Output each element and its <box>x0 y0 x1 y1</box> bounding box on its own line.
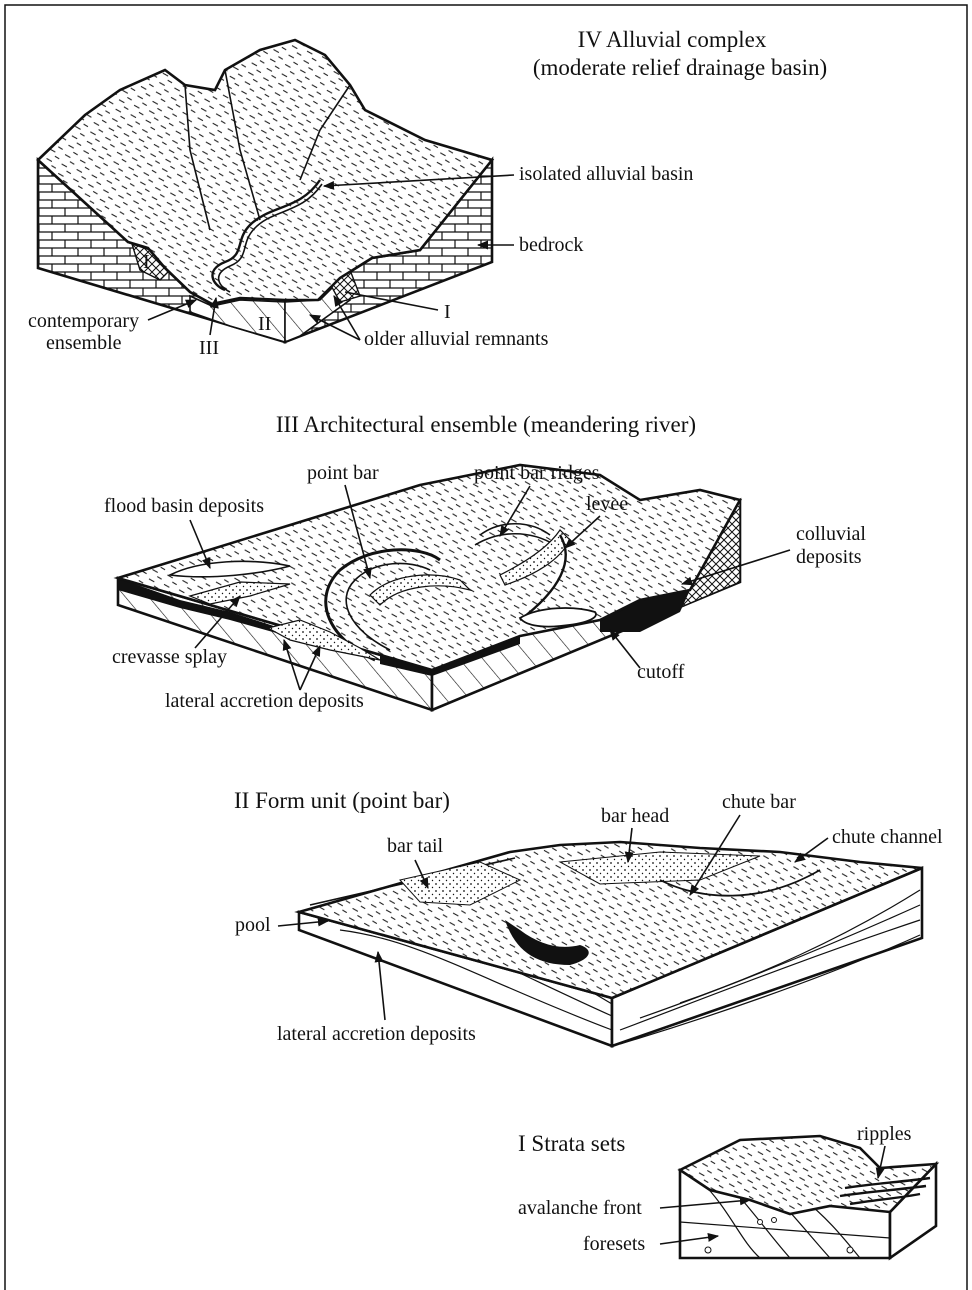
label-lateral-accretion-deposits-2: lateral accretion deposits <box>277 1023 476 1045</box>
label-older-alluvial-remnants: older alluvial remnants <box>364 328 549 350</box>
label-bedrock: bedrock <box>519 234 583 256</box>
label-point-bar: point bar <box>307 462 379 484</box>
panel-architectural-ensemble: III Architectural ensemble (meandering r… <box>104 412 866 712</box>
label-chute-bar: chute bar <box>722 791 796 813</box>
label-contemporary-ensemble-line1: contemporary <box>28 310 139 332</box>
panel-strata-sets: I Strata sets ripples avalanche front fo… <box>518 1123 936 1258</box>
label-cutoff: cutoff <box>637 661 685 683</box>
label-foresets: foresets <box>583 1233 645 1255</box>
label-colluvial-line1: colluvial <box>796 523 866 545</box>
label-contemporary-ensemble-line2: ensemble <box>46 332 122 354</box>
label-ripples: ripples <box>857 1123 912 1145</box>
label-roman-III: III <box>199 337 219 359</box>
label-roman-I-left: I <box>143 251 150 273</box>
label-crevasse-splay: crevasse splay <box>112 646 227 668</box>
panel-alluvial-complex: IV Alluvial complex (moderate relief dra… <box>28 27 827 359</box>
panel1-title: I Strata sets <box>518 1131 625 1156</box>
label-flood-basin-deposits: flood basin deposits <box>104 495 264 517</box>
label-bar-head: bar head <box>601 805 669 827</box>
label-pool: pool <box>235 914 271 936</box>
panel4-title: IV Alluvial complex <box>578 27 767 52</box>
label-roman-I-right: I <box>444 301 451 323</box>
label-chute-channel: chute channel <box>832 826 943 848</box>
label-bar-tail: bar tail <box>387 835 444 857</box>
label-levee: levee <box>586 493 628 515</box>
label-point-bar-ridges: point bar ridges <box>474 462 600 484</box>
panel2-title: II Form unit (point bar) <box>234 788 450 813</box>
label-colluvial-line2: deposits <box>796 546 862 568</box>
label-avalanche-front: avalanche front <box>518 1197 642 1219</box>
label-isolated-alluvial-basin: isolated alluvial basin <box>519 163 693 185</box>
label-roman-II: II <box>258 313 271 335</box>
panel3-title: III Architectural ensemble (meandering r… <box>276 412 696 437</box>
panel4-subtitle: (moderate relief drainage basin) <box>533 55 827 80</box>
panel-form-unit: II Form unit (point bar) bar head chute … <box>234 788 943 1046</box>
label-lateral-accretion-deposits: lateral accretion deposits <box>165 690 364 712</box>
